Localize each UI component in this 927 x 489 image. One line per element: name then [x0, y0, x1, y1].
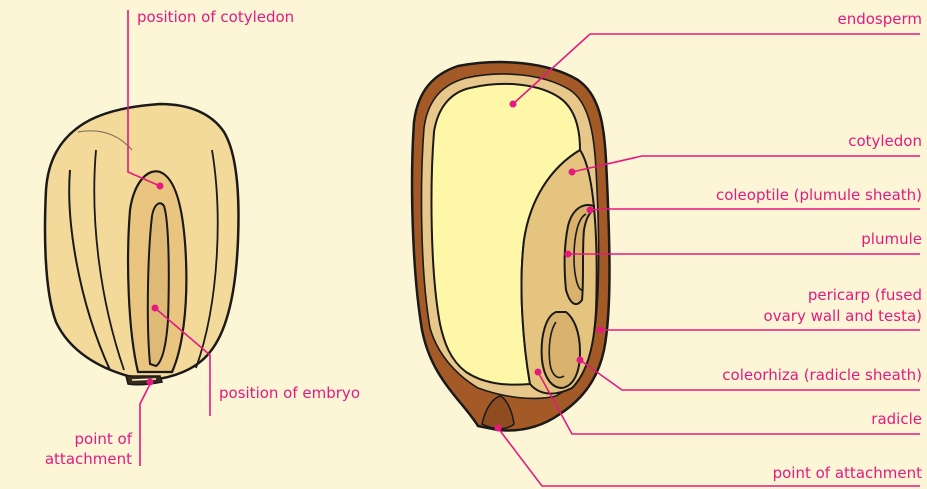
label-coleoptile: coleoptile (plumule sheath) [716, 186, 922, 204]
leader-point-of-attachment-left [140, 380, 152, 466]
label-point-of-attachment-left-line1: point of [75, 430, 132, 448]
dot-embryo-left [152, 305, 159, 312]
dot-pericarp [597, 327, 604, 334]
label-position-of-embryo: position of embryo [219, 384, 360, 402]
dot-endosperm [510, 101, 517, 108]
label-cotyledon: cotyledon [848, 132, 922, 150]
dot-cotyledon [569, 169, 576, 176]
whole-grain [45, 104, 238, 385]
grain-section [412, 62, 609, 430]
attachment-tip-left [126, 376, 162, 385]
label-endosperm: endosperm [837, 10, 922, 28]
dot-attachment-left [147, 379, 154, 386]
leader-cotyledon [572, 156, 920, 172]
label-point-of-attachment-left-line2: attachment [45, 450, 132, 468]
dot-radicle [535, 369, 542, 376]
label-pericarp-line1: pericarp (fused [808, 286, 922, 304]
label-coleorhiza: coleorhiza (radicle sheath) [722, 366, 922, 384]
label-position-of-cotyledon: position of cotyledon [137, 8, 294, 26]
embryo-outline [148, 203, 169, 366]
dot-coleoptile [587, 207, 594, 214]
leader-coleoptile [590, 209, 920, 210]
dot-coleorhiza [577, 357, 584, 364]
label-radicle: radicle [871, 410, 922, 428]
label-pericarp-line2: ovary wall and testa) [764, 307, 922, 325]
label-plumule: plumule [861, 230, 922, 248]
label-point-of-attachment-right: point of attachment [773, 464, 922, 482]
dot-attachment-right [495, 425, 502, 432]
dot-plumule [565, 251, 572, 258]
dot-cotyledon-left [157, 183, 164, 190]
